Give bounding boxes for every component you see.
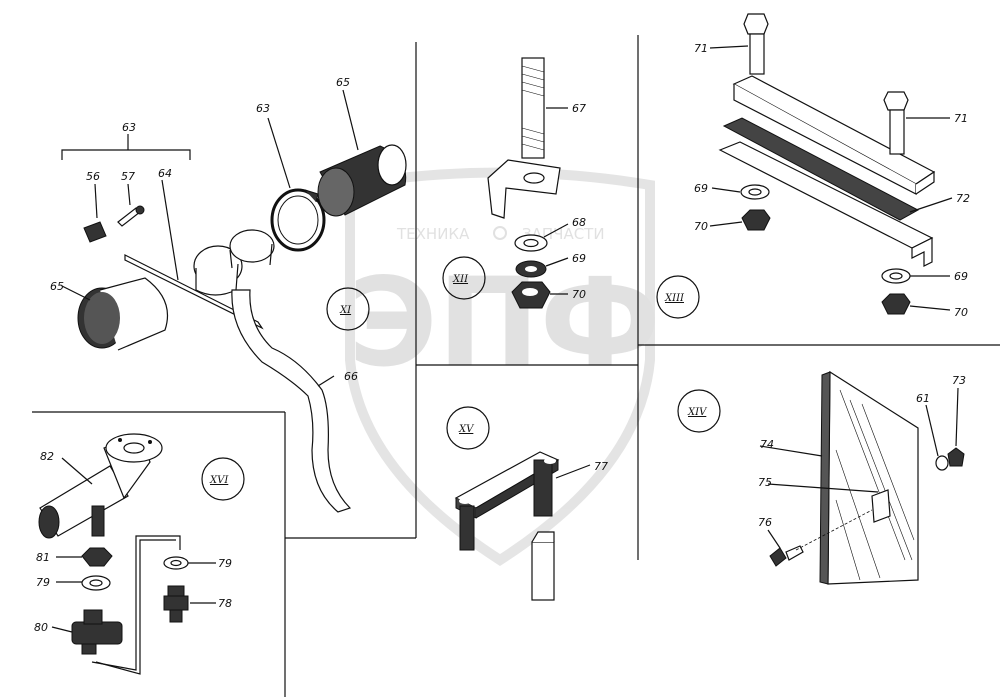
callout-61: 61 bbox=[916, 392, 930, 405]
part-68-washer bbox=[514, 223, 569, 252]
callout-65-right: 65 bbox=[336, 76, 350, 89]
callout-labels: 63 56 57 64 63 65 65 66 67 68 69 70 71 7… bbox=[34, 42, 970, 634]
part-67-stud-bracket bbox=[487, 57, 568, 219]
callout-72: 72 bbox=[956, 192, 970, 205]
callout-82: 82 bbox=[40, 450, 54, 463]
callout-76: 76 bbox=[758, 516, 772, 529]
callout-70-left: 70 bbox=[694, 220, 708, 233]
part-66-pipe bbox=[193, 229, 352, 513]
callout-57: 57 bbox=[121, 170, 135, 183]
part-77-bracket bbox=[454, 451, 591, 551]
group-bracket-63 bbox=[61, 134, 191, 160]
part-69-washer-right bbox=[881, 268, 950, 284]
part-70-nut-left bbox=[709, 209, 771, 231]
callout-56: 56 bbox=[86, 170, 100, 183]
part-72-gasket bbox=[722, 117, 953, 221]
callout-74: 74 bbox=[760, 438, 774, 451]
part-64-strip bbox=[124, 179, 264, 330]
part-71-bolt-top bbox=[709, 13, 769, 75]
part-79-washer-right bbox=[163, 556, 216, 570]
callout-67: 67 bbox=[572, 102, 586, 115]
part-65-sleeve-right bbox=[317, 89, 407, 217]
part-56-clip bbox=[83, 183, 107, 243]
part-57-pin bbox=[117, 183, 145, 227]
part-79-washer-left bbox=[56, 575, 111, 591]
callout-71-top: 71 bbox=[694, 42, 708, 55]
watermark: ТЕХНИКА ЗАПЧАСТИ ЭПФ bbox=[345, 167, 661, 566]
part-69-washer-left bbox=[711, 184, 770, 200]
part-74-panel bbox=[759, 370, 919, 585]
section-label-xii: XII bbox=[452, 274, 469, 285]
callout-63-bracket: 63 bbox=[122, 121, 136, 134]
section-marker-xv: XV bbox=[446, 406, 490, 450]
callout-68: 68 bbox=[572, 216, 586, 229]
part-plate-lower bbox=[718, 141, 934, 267]
part-77-shaft bbox=[531, 531, 555, 601]
section-marker-xiv: XIV bbox=[677, 389, 721, 433]
part-69-lock-washer bbox=[515, 257, 569, 278]
callout-78: 78 bbox=[218, 597, 232, 610]
callout-73: 73 bbox=[952, 374, 966, 387]
callout-64: 64 bbox=[158, 167, 172, 180]
part-80-fitting bbox=[51, 609, 123, 655]
callout-80: 80 bbox=[34, 621, 48, 634]
callout-75: 75 bbox=[758, 476, 772, 489]
callout-66: 66 bbox=[344, 370, 358, 383]
part-81-nut bbox=[56, 547, 113, 567]
section-label-xiv: XIV bbox=[687, 407, 708, 418]
callout-65-left: 65 bbox=[50, 280, 64, 293]
section-label-xi: XI bbox=[339, 305, 352, 316]
section-dividers bbox=[32, 35, 1000, 697]
section-label-xvi: XVI bbox=[209, 475, 229, 486]
part-70-nut-right bbox=[881, 293, 951, 315]
callout-69-left: 69 bbox=[694, 182, 708, 195]
watermark-logo: ЭПФ bbox=[348, 252, 661, 394]
callout-81: 81 bbox=[36, 551, 50, 564]
section-label-xiii: XIII bbox=[664, 293, 685, 304]
part-plate-upper bbox=[732, 75, 936, 195]
section-marker-xii: XII bbox=[442, 256, 486, 300]
callout-71-right: 71 bbox=[954, 112, 968, 125]
callout-69-xii: 69 bbox=[572, 252, 586, 265]
callout-69-right: 69 bbox=[954, 270, 968, 283]
part-82-pipe bbox=[38, 433, 163, 539]
part-61-washer bbox=[925, 404, 949, 471]
callout-70-right: 70 bbox=[954, 306, 968, 319]
part-78-union bbox=[163, 585, 216, 623]
watermark-text-left: ТЕХНИКА bbox=[396, 225, 470, 243]
part-63-clamp bbox=[267, 117, 326, 252]
section-marker-xvi: XVI bbox=[201, 457, 245, 501]
part-76-bolt bbox=[767, 509, 873, 567]
watermark-gear-icon bbox=[493, 226, 507, 240]
part-71-bolt-right bbox=[883, 91, 950, 155]
section-label-xv: XV bbox=[458, 424, 475, 435]
part-70-nut bbox=[511, 281, 568, 309]
part-75-bracket bbox=[767, 483, 891, 523]
part-73-nut bbox=[947, 387, 965, 467]
section-marker-xiii: XIII bbox=[656, 275, 700, 319]
callout-63-clamp: 63 bbox=[256, 102, 270, 115]
callout-79-left: 79 bbox=[36, 576, 50, 589]
callout-70-xii: 70 bbox=[572, 288, 586, 301]
section-marker-xi: XI bbox=[326, 287, 370, 331]
part-65-sleeve-left bbox=[61, 277, 169, 351]
callout-77: 77 bbox=[594, 460, 608, 473]
callout-79-right: 79 bbox=[218, 557, 232, 570]
assembly-line-xvi bbox=[91, 535, 181, 675]
